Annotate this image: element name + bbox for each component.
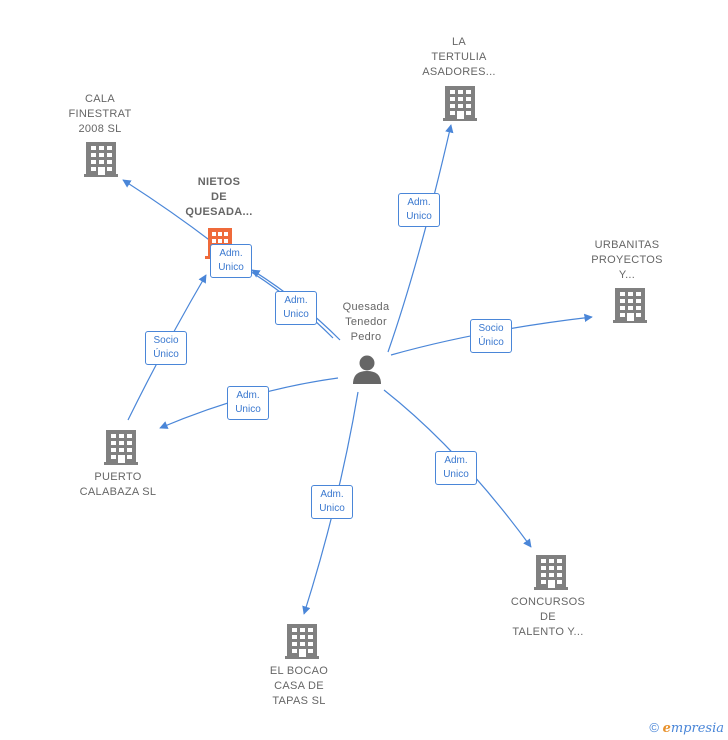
edge-label-person-tertulia: Adm. Unico xyxy=(398,193,440,227)
node-label-cala[interactable]: CALA FINESTRAT 2008 SL xyxy=(68,93,132,135)
edge-label-person-concursos: Adm. Unico xyxy=(435,451,477,485)
brand-footer[interactable]: © empresia xyxy=(649,720,724,736)
building-icon-tertulia[interactable] xyxy=(443,86,477,121)
person-icon[interactable] xyxy=(353,355,381,385)
building-icon-concursos[interactable] xyxy=(534,555,568,590)
building-icon-bocao[interactable] xyxy=(285,624,319,659)
edge-nietos-cala xyxy=(122,179,213,243)
building-icon-urbanitas[interactable] xyxy=(613,288,647,323)
edge-label-puerto-nietos: Socio Único xyxy=(145,331,187,365)
edge-label-person-nietos: Adm. Unico xyxy=(275,291,317,325)
edge-label-person-bocao: Adm. Unico xyxy=(311,485,353,519)
node-label-puerto[interactable]: PUERTO CALABAZA SL xyxy=(79,471,157,498)
node-label-bocao[interactable]: EL BOCAO CASA DE TAPAS SL xyxy=(269,665,329,707)
node-label-nietos[interactable]: NIETOS DE QUESADA... xyxy=(185,176,253,218)
brand-logo: empresia xyxy=(662,721,724,736)
edge-label-person-puerto: Adm. Unico xyxy=(227,386,269,420)
edge-label-person-urbanitas: Socio Único xyxy=(470,319,512,353)
node-label-tertulia[interactable]: LA TERTULIA ASADORES... xyxy=(422,36,496,78)
node-label-concursos[interactable]: CONCURSOS DE TALENTO Y... xyxy=(510,596,586,638)
node-label-person[interactable]: Quesada Tenedor Pedro xyxy=(342,301,390,343)
edge-person-tertulia xyxy=(387,124,454,353)
copyright-icon: © xyxy=(649,720,659,735)
building-icon-puerto[interactable] xyxy=(104,430,138,465)
edge-label-nietos-cala: Adm. Unico xyxy=(210,244,252,278)
node-label-urbanitas[interactable]: URBANITAS PROYECTOS Y... xyxy=(591,239,663,281)
building-icon-cala[interactable] xyxy=(84,142,118,177)
